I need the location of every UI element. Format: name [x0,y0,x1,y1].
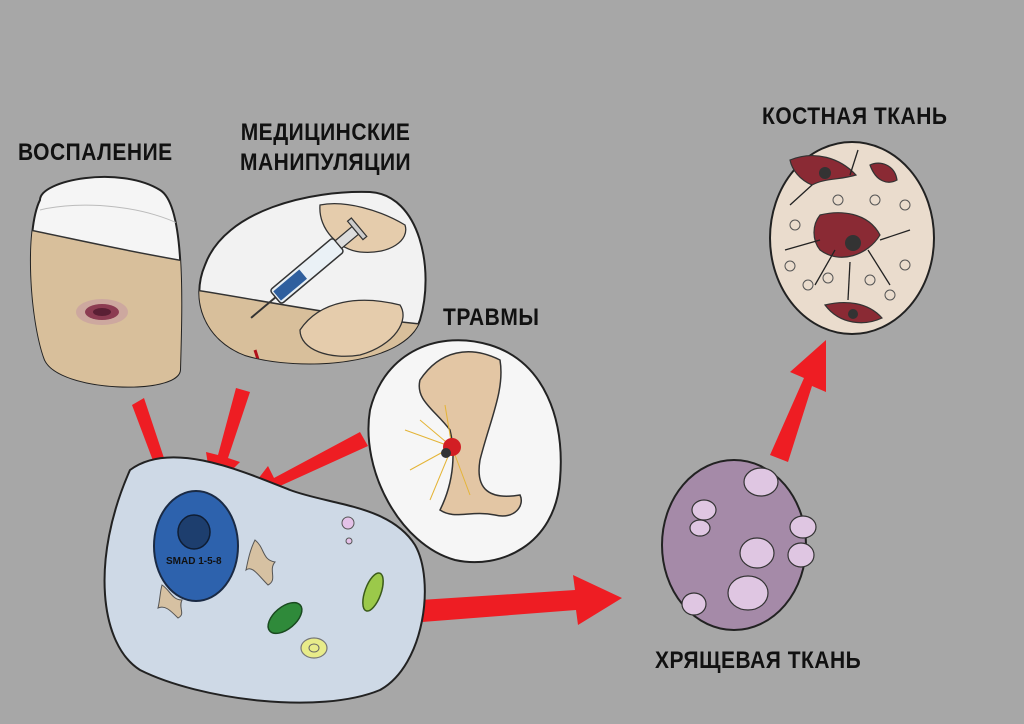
trauma-panel [367,339,562,564]
organelle-golgi [245,539,276,586]
cell [103,456,426,704]
chloroplast-like [362,572,384,612]
organelle-golgi-2 [157,584,183,619]
label-bone-tissue: КОСТНАЯ ТКАНЬ [762,103,948,130]
arrow-cartilage-to-bone [770,340,826,462]
inflammation-panel [29,175,183,388]
label-medical-line2: МАНИПУЛЯЦИИ [240,149,412,176]
label-medical-manipulations: МЕДИЦИНСКИЕ МАНИПУЛЯЦИИ [240,118,411,178]
label-trauma: ТРАВМЫ [443,304,540,331]
label-cartilage-tissue: ХРЯЩЕВАЯ ТКАНЬ [655,647,862,674]
label-smad: SMAD 1-5-8 [166,556,222,567]
bone-tissue [769,141,935,335]
wound-mark [76,299,128,325]
vesicle-yellow [300,637,328,659]
medical-panel [198,190,427,365]
label-inflammation: ВОСПАЛЕНИЕ [18,139,173,166]
cartilage-tissue [661,459,817,631]
mitochondrion [267,601,303,635]
syringe-icon [250,217,368,319]
label-medical-line1: МЕДИЦИНСКИЕ [240,119,411,146]
nucleolus [177,514,211,550]
arrow-cell-to-cartilage [420,575,622,625]
vesicle-pink [341,516,355,530]
